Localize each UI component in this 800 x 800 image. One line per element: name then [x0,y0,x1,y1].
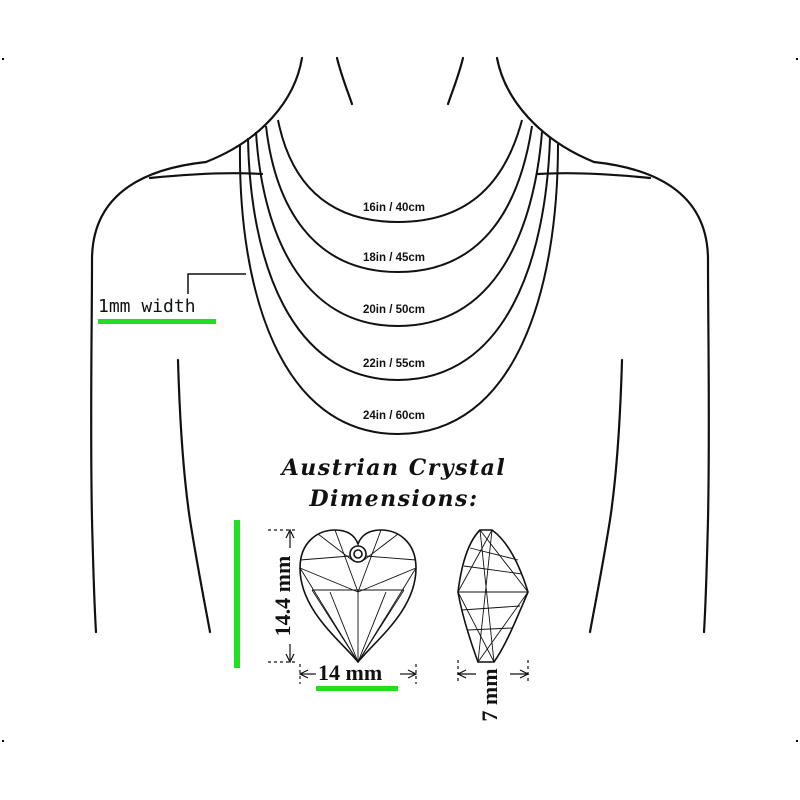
chain-label-18: 18in / 45cm [362,252,426,264]
chain-loops [238,119,559,436]
chain-24 [238,143,559,436]
torso-outline [90,56,710,634]
collar-left [148,172,264,180]
neck-tendon-right [446,56,465,106]
corner-marks [2,58,798,742]
right-inner-arm [588,358,624,634]
heart-crystal [299,529,417,664]
heart-hole [349,545,367,563]
width-label: 14 mm [318,660,383,685]
left-shoulder [90,160,208,634]
neck-right [495,56,596,164]
neck-tendon-left [335,56,354,106]
chain-label-22: 22in / 55cm [362,358,426,370]
width-highlight-bar [316,686,398,691]
side-crystal [457,529,529,663]
chain-width-label: 1mm width [98,296,196,317]
chain-16 [277,119,523,224]
chain-18 [265,125,533,274]
collar-right [536,172,652,180]
heart-outline [299,529,417,664]
right-shoulder [592,160,710,634]
title-line-2: Dimensions: [309,486,479,512]
neck-left [204,56,304,164]
title-line-1: Austrian Crystal [281,455,507,481]
width-underline [98,319,216,324]
height-label-wrap: 14.4 mm [270,546,296,646]
left-inner-arm [176,358,212,634]
side-outline [457,529,529,663]
chain-label-24: 24in / 60cm [362,410,426,422]
height-highlight-bar [234,520,240,668]
height-label: 14.4 mm [270,555,295,637]
chain-22 [247,137,551,382]
width-pointer [187,273,246,294]
chain-label-20: 20in / 50cm [362,304,426,316]
chain-label-16: 16in / 40cm [362,202,426,214]
chain-20 [255,131,543,328]
depth-label: 7 mm [477,668,502,722]
depth-label-wrap: 7 mm [477,653,503,737]
dimension-markers [268,528,530,684]
